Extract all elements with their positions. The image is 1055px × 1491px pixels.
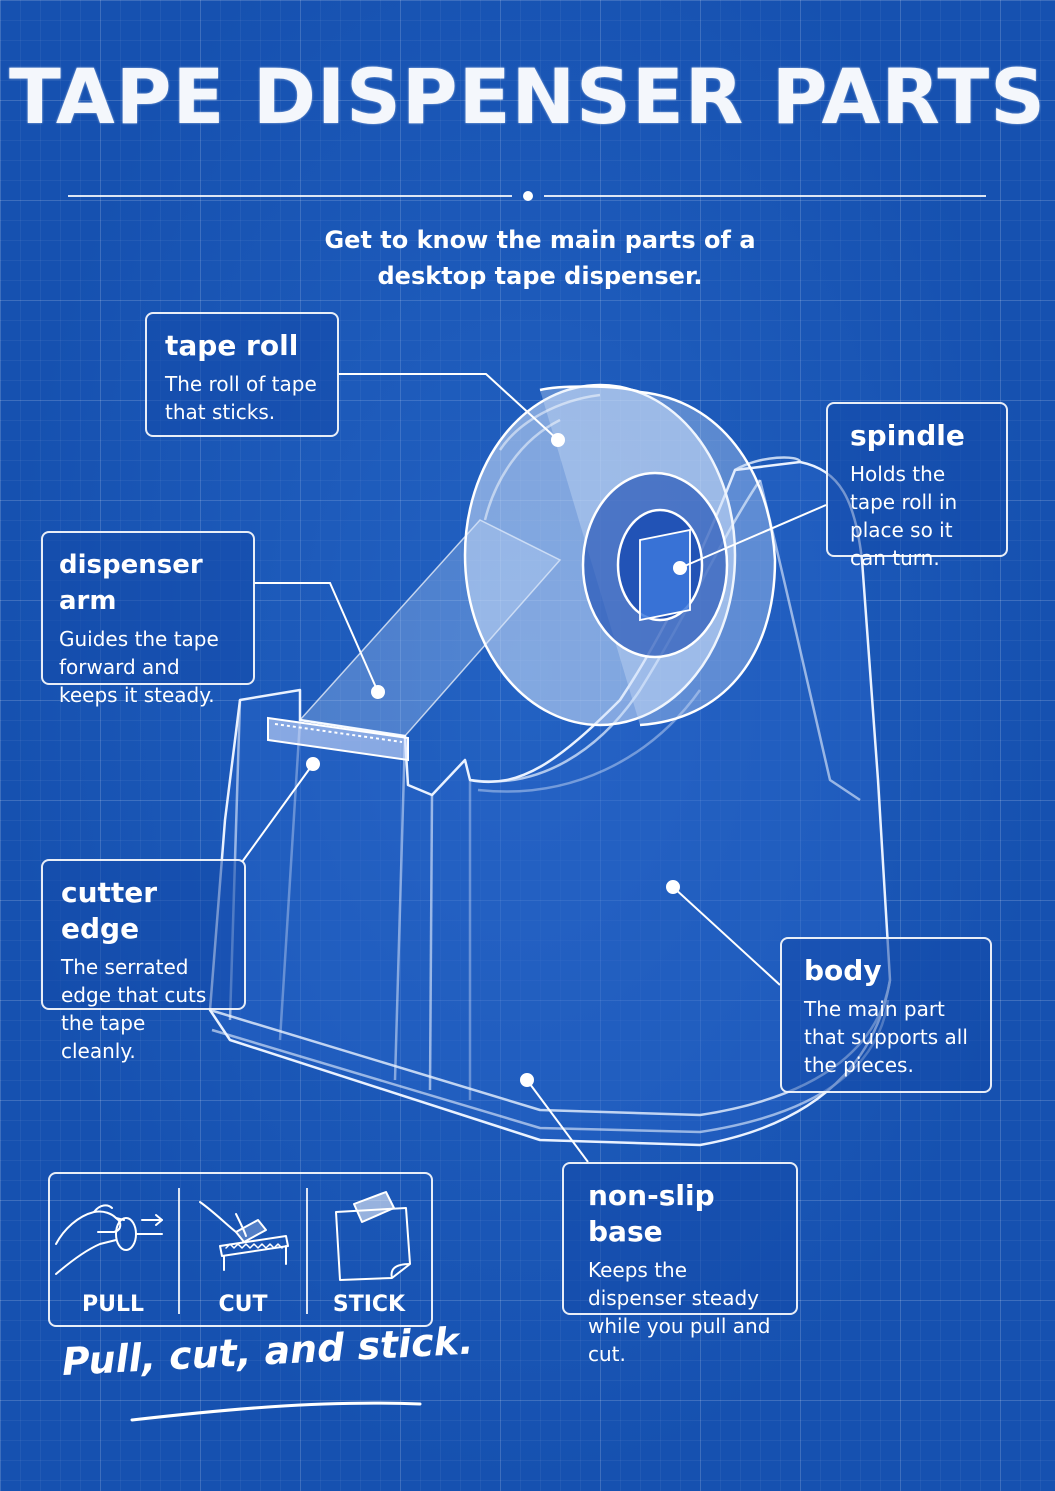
callout-body-title: body [804,954,882,987]
steps-divider-2 [306,1188,308,1314]
leader-cutter-edge [241,763,314,863]
step-pull-label: PULL [81,1292,145,1317]
step-stick-label: STICK [332,1292,406,1317]
leader-dot-spindle [673,561,687,575]
subtitle: Get to know the main parts of a desktop … [324,226,756,290]
callout-cutter-edge-title: cutter edge [61,876,158,945]
leader-dot-dispenser-arm [371,685,385,699]
callout-spindle: spindle Holds the tape roll in place so … [826,402,1008,570]
callout-tape-roll-title: tape roll [165,329,299,362]
leader-spindle [679,504,827,569]
step-pull: PULL [50,1174,176,1325]
leader-non-slip-base [526,1079,589,1163]
callout-non-slip-base-title: non-slip base [588,1179,715,1248]
leader-body [672,886,781,986]
leader-dot-body [666,880,680,894]
usage-steps-panel: PULL CUT STICK [48,1172,433,1327]
tape-roll-drawing [463,383,777,727]
page-title: TAPE DISPENSER PARTS [8,52,1047,141]
callout-body: body The main part that supports all the… [780,937,992,1093]
leader-dot-tape-roll [551,433,565,447]
leader-lines [241,373,827,1163]
steps-divider-1 [178,1188,180,1314]
leader-dot-non-slip-base [520,1073,534,1087]
tape-cutter-icon [199,1201,289,1271]
callout-non-slip-base-text: Keeps the dispenser steady while you pul… [588,1258,771,1366]
title-divider [68,191,986,201]
sticky-note-icon [335,1191,411,1281]
leader-dispenser-arm [254,582,379,693]
callout-spindle-text: Holds the tape roll in place so it can t… [850,462,958,570]
callout-cutter-edge-text: The serrated edge that cuts the tape cle… [61,955,207,1063]
cutter-blade-drawing [267,716,409,762]
hand-pulling-tape-icon [55,1204,163,1275]
step-stick: STICK [306,1174,432,1325]
callout-tape-roll: tape roll The roll of tape that sticks. [145,312,339,437]
step-cut-label: CUT [218,1292,268,1317]
callout-dispenser-arm-text: Guides the tape forward and keeps it ste… [59,627,219,707]
callout-dispenser-arm-title: dispenser arm [59,550,203,616]
leader-dot-cutter-edge [306,757,320,771]
step-cut: CUT [180,1174,306,1325]
callout-body-text: The main part that supports all the piec… [804,997,968,1077]
callout-cutter-edge: cutter edge The serrated edge that cuts … [41,859,246,1063]
leader-tape-roll [338,373,559,441]
callout-tape-roll-text: The roll of tape that sticks. [165,372,317,424]
callout-dispenser-arm: dispenser arm Guides the tape forward an… [41,531,255,707]
callout-spindle-title: spindle [850,419,965,452]
callout-non-slip-base: non-slip base Keeps the dispenser steady… [562,1162,798,1366]
